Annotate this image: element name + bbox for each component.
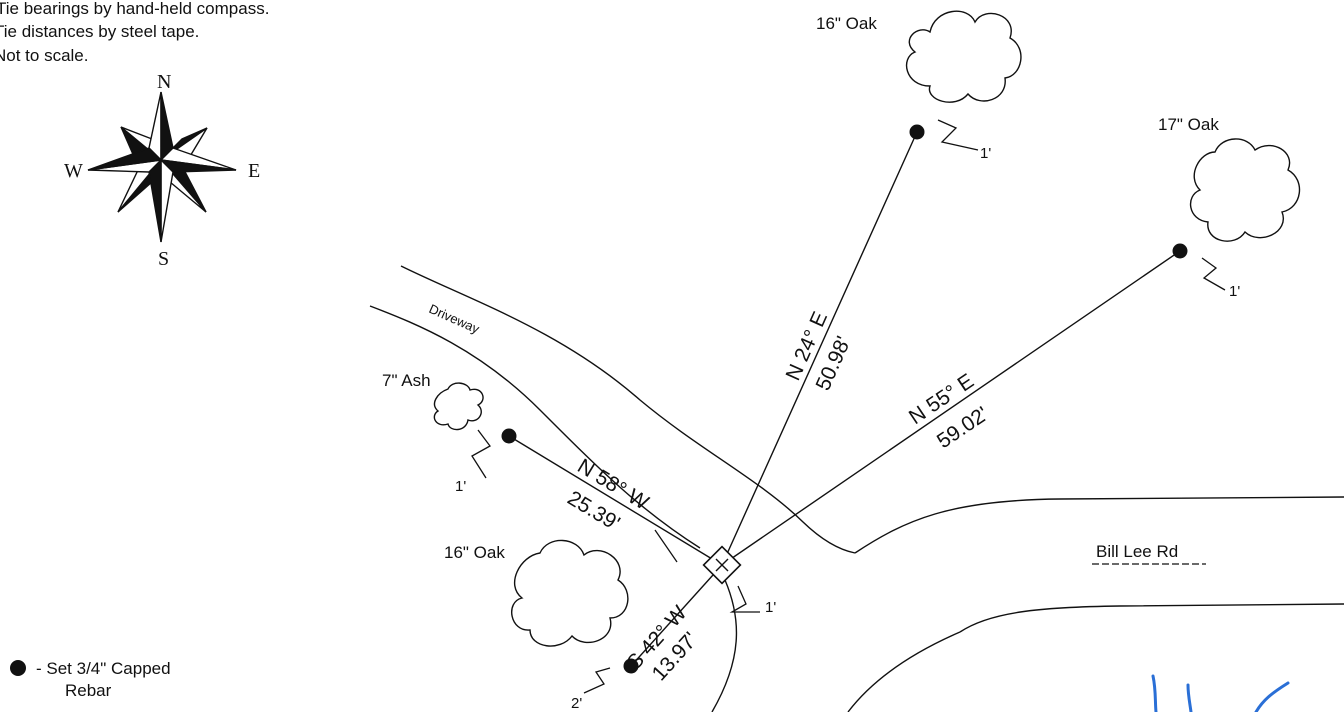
signature-stroke-1: [1151, 674, 1158, 712]
witness-label-corner: 1': [765, 599, 776, 616]
compass-east-label: E: [248, 160, 260, 182]
rebar-point-west: [501, 428, 517, 444]
legend-text-line1: - Set 3/4" Capped: [36, 659, 171, 678]
legend-text-line2: Rebar: [65, 681, 112, 700]
compass-north-label: N: [157, 71, 171, 93]
tree-label-ash: 7" Ash: [382, 371, 431, 390]
witness-leader-corner: [729, 585, 760, 613]
tree-17in-oak-east-icon: [1189, 138, 1301, 242]
driveway-edges: [369, 265, 856, 712]
compass-south-label: S: [158, 248, 169, 270]
driveway-edge-upper: [400, 265, 856, 554]
tree-16in-oak-north-icon: [905, 10, 1022, 103]
witness-label-south: 2': [571, 695, 582, 712]
driveway-offset-tick: [654, 529, 678, 563]
rebar-point-north: [909, 124, 925, 140]
note-scale: Not to scale.: [0, 46, 89, 65]
tree-canopies: [433, 10, 1301, 647]
witness-leaders: [471, 119, 1226, 694]
rebar-point-south: [623, 658, 639, 674]
witness-leader-ash: [471, 429, 491, 479]
tree-label-oak-north: 16" Oak: [816, 14, 877, 33]
road-label: Bill Lee Rd: [1096, 542, 1178, 561]
road-edges: [847, 496, 1344, 712]
road-edge-north: [854, 496, 1344, 554]
tree-7in-ash-icon: [433, 382, 484, 431]
driveway-edge-lower: [711, 579, 738, 712]
witness-label-north: 1': [980, 145, 991, 162]
witness-label-ash: 1': [455, 478, 466, 495]
tie-line-n55e: [721, 250, 1181, 566]
rebar-point-east: [1172, 243, 1188, 259]
tree-label-oak-east: 17" Oak: [1158, 115, 1219, 134]
survey-notes: Tie bearings by hand-held compass. Tie d…: [0, 0, 269, 65]
tie-line-n24e: [721, 131, 918, 566]
signature-stroke-3: [1254, 681, 1290, 712]
signature-stroke-2: [1186, 683, 1193, 712]
tie-line-s42w: [630, 564, 723, 667]
signature-strokes: [1151, 674, 1290, 712]
corner-marker-icon: [702, 545, 742, 585]
driveway-label: Driveway: [427, 301, 482, 337]
tie-lines: [508, 131, 1181, 667]
compass-west-label: W: [64, 160, 83, 182]
witness-leader-north: [937, 119, 979, 151]
witness-leader-east: [1201, 257, 1226, 291]
legend-rebar-icon: [10, 660, 26, 676]
tie-line-n58w: [508, 435, 723, 566]
tree-16in-oak-south-icon: [511, 539, 629, 647]
legend: - Set 3/4" Capped Rebar: [10, 659, 171, 700]
tree-label-oak-south: 16" Oak: [444, 543, 505, 562]
witness-label-east: 1': [1229, 283, 1240, 300]
note-distances: Tie distances by steel tape.: [0, 22, 199, 41]
compass-rose-icon: [87, 91, 237, 243]
note-bearings: Tie bearings by hand-held compass.: [0, 0, 269, 18]
road-edge-south: [959, 603, 1344, 633]
witness-leader-south: [583, 667, 611, 694]
rebar-points: [501, 124, 1188, 674]
